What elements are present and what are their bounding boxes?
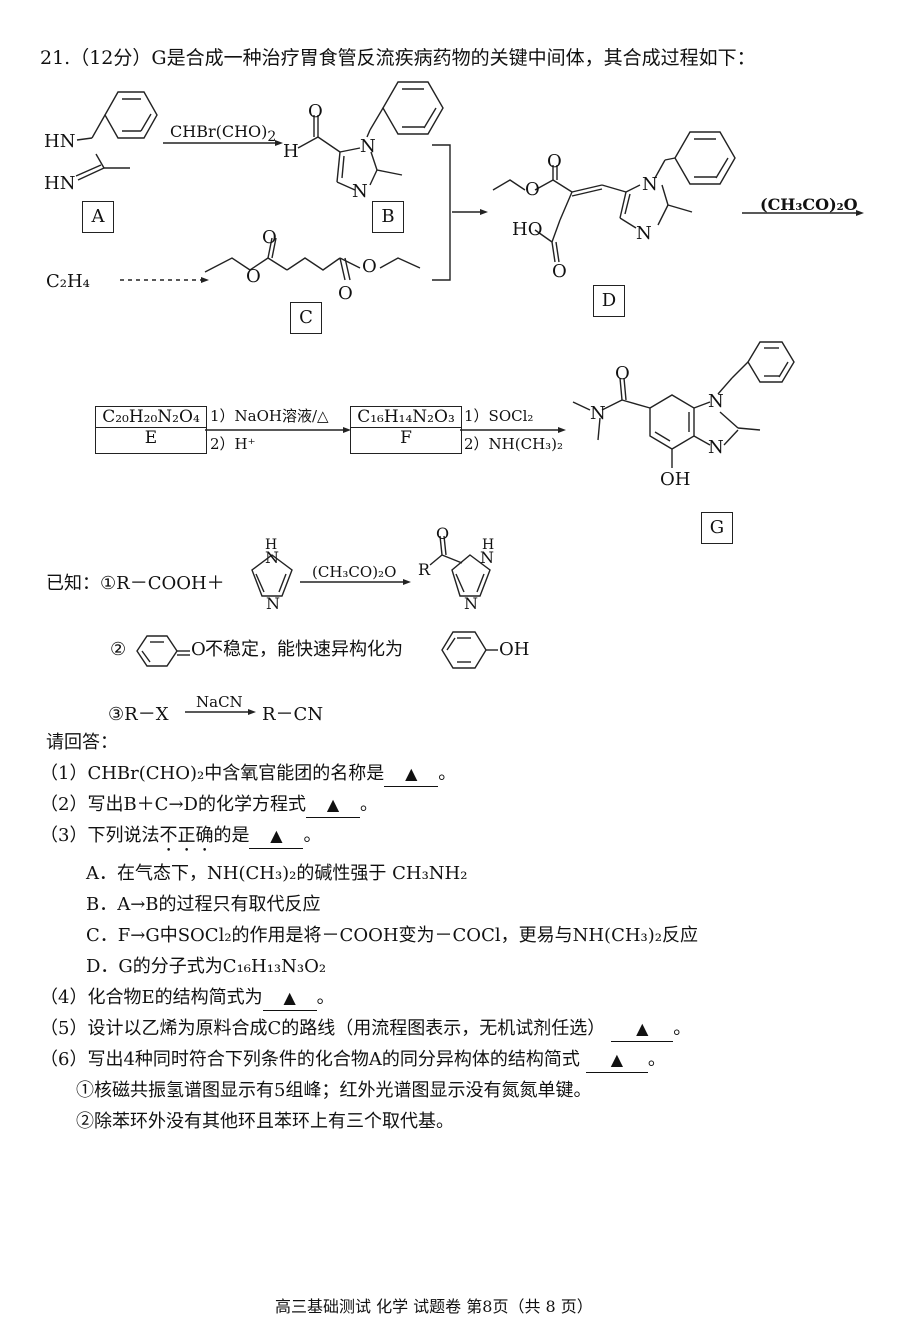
known-r1-reagent: (CH₃CO)₂O	[312, 563, 397, 581]
structure-d	[492, 131, 736, 263]
answers-intro: 请回答：	[46, 732, 118, 753]
condition-2: ②除苯环外没有其他环且苯环上有三个取代基。	[76, 1111, 454, 1132]
label-e: E	[96, 427, 206, 448]
option-b: B．A→B的过程只有取代反应	[86, 894, 321, 915]
q3-blank[interactable]: ▲	[249, 824, 304, 849]
q4-blank[interactable]: ▲	[262, 986, 317, 1011]
atom-n3-g: N	[708, 437, 724, 458]
label-f: F	[351, 427, 461, 448]
option-c: C．F→G中SOCl₂的作用是将－COOH变为－COCl，更易与NH(CH₃)₂…	[86, 925, 698, 946]
q5-blank[interactable]: ▲	[611, 1017, 674, 1042]
reagent-fg-1: 1）SOCl₂	[464, 407, 534, 425]
reagent-ef-1: 1）NaOH溶液/△	[210, 407, 329, 425]
known-n4: N	[464, 594, 478, 613]
atom-o-d1: O	[525, 179, 540, 200]
question-4: （4）化合物E的结构简式为▲。	[40, 986, 335, 1011]
reagent-d: (CH₃CO)₂O	[760, 195, 858, 214]
box-e: C₂₀H₂₀N₂O₄ E	[95, 406, 207, 454]
ethylene: C₂H₄	[46, 271, 90, 292]
label-d: D	[593, 285, 625, 317]
known-intro: 已知：	[46, 573, 100, 594]
atom-n1-d: N	[642, 174, 658, 195]
atom-ho-d: HO	[512, 219, 543, 240]
option-a: A．在气态下，NH(CH₃)₂的碱性强于 CH₃NH₂	[86, 863, 468, 884]
phenol	[441, 631, 498, 669]
label-g: G	[701, 512, 733, 544]
atom-o-b: O	[308, 101, 323, 122]
atom-h-b: H	[283, 141, 299, 162]
atom-o-c4: O	[362, 256, 377, 277]
known-h1: H	[265, 537, 278, 553]
q1-blank[interactable]: ▲	[384, 762, 439, 787]
known-imidazole-1	[251, 554, 293, 597]
atom-n3-b: N	[352, 181, 368, 202]
reagent-fg-2: 2）NH(CH₃)₂	[464, 435, 564, 453]
known-r2-oh: OH	[499, 639, 530, 660]
q2-blank[interactable]: ▲	[305, 793, 360, 818]
atom-o-c1: O	[262, 227, 277, 248]
atom-n1-b: N	[360, 136, 376, 157]
structure-a	[75, 91, 158, 181]
atom-n1-g: N	[708, 391, 724, 412]
label-c: C	[290, 302, 322, 334]
structure-g	[572, 341, 795, 468]
label-a: A	[82, 201, 114, 233]
known-n2: N	[266, 594, 280, 613]
question-6: （6）写出4种同时符合下列条件的化合物A的同分异构体的结构简式▲。	[40, 1048, 666, 1073]
known-r1-left: ①R－COOH＋	[100, 573, 225, 594]
bracket	[432, 144, 451, 281]
q3-emphasis: 不正确	[159, 825, 214, 846]
atom-oh-g: OH	[660, 469, 691, 490]
known-o: O	[436, 524, 450, 543]
known-imidazole-2	[429, 535, 491, 597]
atom-hn-2: HN	[44, 173, 76, 194]
question-header: 21.（12分）G是合成一种治疗胃食管反流疾病药物的关键中间体，其合成过程如下：	[40, 47, 756, 69]
known-r3-right: R－CN	[262, 704, 324, 725]
question-1: （1）CHBr(CHO)₂中含氧官能团的名称是▲。	[40, 762, 456, 787]
atom-o-d3: O	[552, 261, 567, 282]
atom-o-g: O	[615, 363, 630, 384]
q6-blank[interactable]: ▲	[585, 1048, 648, 1073]
synthesis-scheme	[75, 81, 864, 715]
known-r: R	[418, 560, 431, 579]
known-r3-reagent: NaCN	[196, 693, 243, 711]
formula-f: C₁₆H₁₄N₂O₃	[357, 407, 455, 427]
q2-text: （2）写出B＋C→D的化学方程式	[40, 794, 306, 815]
option-d: D．G的分子式为C₁₆H₁₃N₃O₂	[86, 956, 327, 977]
known-n1: N	[265, 548, 279, 567]
atom-n3-d: N	[636, 223, 652, 244]
known-r2-text: 不稳定，能快速异构化为	[205, 639, 403, 660]
structure-c	[204, 237, 421, 281]
box-f: C₁₆H₁₄N₂O₃ F	[350, 406, 462, 454]
known-r2-o: O	[191, 639, 206, 660]
question-5: （5）设计以乙烯为原料合成C的路线（用流程图表示，无机试剂任选）▲。	[40, 1017, 691, 1042]
question-2: （2）写出B＋C→D的化学方程式▲。	[40, 793, 378, 818]
reagent-ab: CHBr(CHO)2	[170, 122, 277, 146]
cyclohexadienone	[136, 635, 190, 667]
page-footer: 高三基础测试 化学 试题卷 第8页（共 8 页）	[275, 1297, 593, 1316]
atom-o-c3: O	[338, 283, 353, 304]
known-h2: H	[482, 537, 495, 553]
known-r2-circle: ②	[110, 639, 127, 660]
atom-hn-1: HN	[44, 131, 76, 152]
atom-o-d2: O	[547, 151, 562, 172]
atom-o-c2: O	[246, 266, 261, 287]
formula-e: C₂₀H₂₀N₂O₄	[102, 407, 200, 427]
label-b: B	[372, 201, 404, 233]
q1-text: （1）CHBr(CHO)₂中含氧官能团的名称是	[40, 763, 385, 784]
structure-b	[297, 81, 444, 191]
question-3: （3）下列说法不正确的是▲。	[40, 824, 321, 856]
atom-n-amide: N	[590, 403, 606, 424]
known-n3: N	[480, 548, 494, 567]
reagent-ef-2: 2）H⁺	[210, 435, 256, 453]
known-r3-left: ③R－X	[108, 704, 169, 725]
condition-1: ①核磁共振氢谱图显示有5组峰；红外光谱图显示没有氮氮单键。	[76, 1080, 592, 1101]
